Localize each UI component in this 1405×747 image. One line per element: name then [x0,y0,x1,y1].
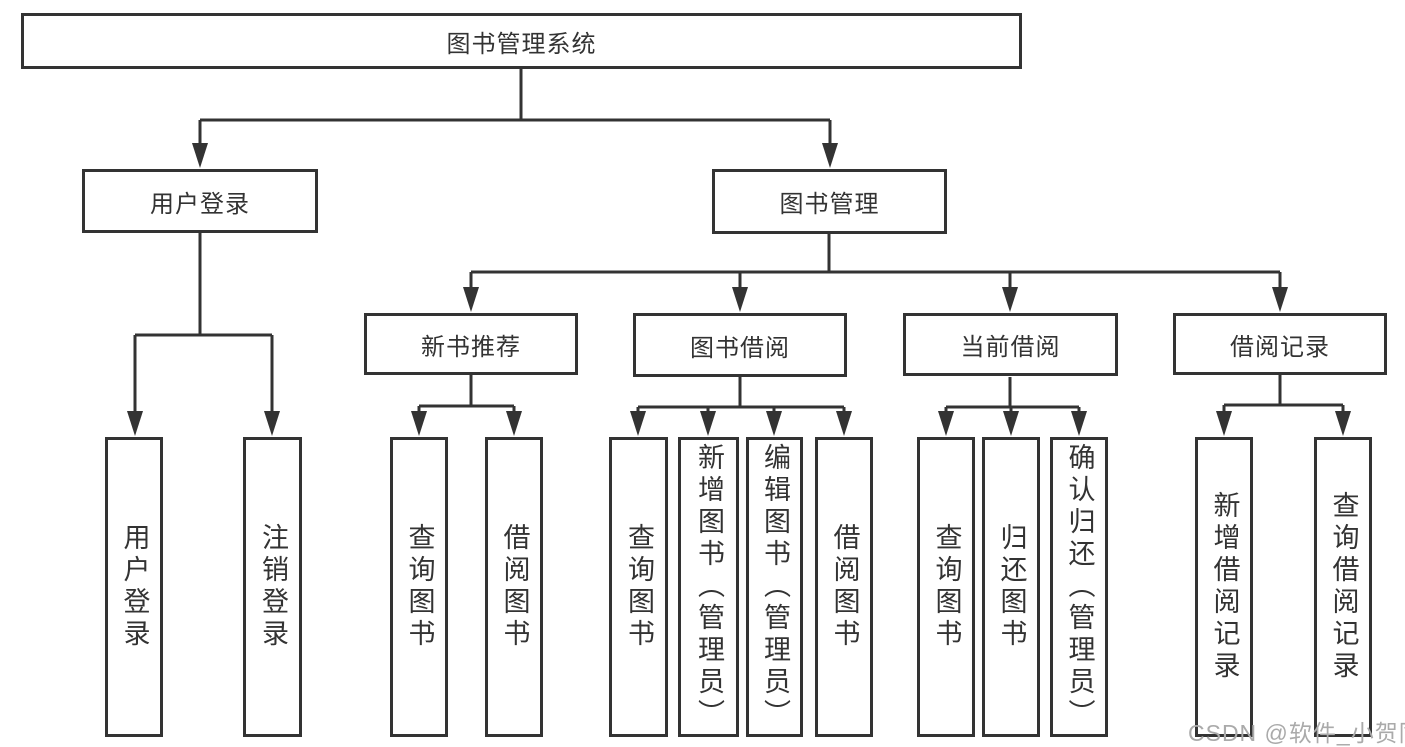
arrowhead-icon [766,411,782,436]
leaf-query-book: 查询图书 [390,437,448,737]
node-label: 图书管理系统 [446,30,597,58]
arrowhead-icon [822,143,838,168]
node-book-borrowing: 图书借阅 [633,313,847,377]
arrowhead-icon [411,411,427,436]
node-label: 查询图书 [624,523,654,651]
node-label: 借阅记录 [1230,333,1330,361]
connector-line [135,233,272,337]
arrowhead-icon [1216,411,1232,436]
leaf-add-borrow-record: 新增借阅记录 [1195,437,1253,737]
arrowhead-icon [630,411,646,436]
arrowhead-icon [264,411,280,436]
node-label: 借阅图书 [499,523,530,651]
leaf-edit-book-admin: 编辑图书（管理员） [746,437,803,737]
node-label: 新增借阅记录 [1209,491,1240,683]
arrowhead-icon [1335,411,1351,436]
arrowhead-icon [700,411,716,436]
node-label: 注销登录 [258,523,288,651]
arrowhead-icon [1272,287,1288,312]
node-current-borrowing: 当前借阅 [903,313,1118,376]
connector-line [471,234,1280,274]
leaf-return-book: 归还图书 [982,437,1040,737]
leaf-add-book-admin: 新增图书（管理员） [678,437,739,737]
arrowhead-icon [463,287,479,312]
node-label: 查询借阅记录 [1328,491,1359,683]
arrowhead-icon [938,411,954,436]
connector-line [200,69,830,122]
node-book-management: 图书管理 [712,169,947,234]
leaf-borrow-book: 借阅图书 [815,437,873,737]
arrowhead-icon [1071,411,1087,436]
node-label: 新增图书（管理员） [694,443,724,731]
node-label: 归还图书 [996,523,1027,651]
leaf-confirm-return-admin: 确认归还（管理员） [1050,437,1108,737]
node-label: 图书借阅 [690,334,790,362]
node-label: 查询图书 [931,523,962,651]
arrowhead-icon [127,411,143,436]
leaf-query-book: 查询图书 [609,437,668,737]
connector-line [1224,375,1343,407]
arrowhead-icon [732,287,748,312]
connector-line [419,375,514,408]
leaf-logout: 注销登录 [243,437,302,737]
node-label: 查询图书 [404,523,435,651]
node-label: 图书管理 [779,191,880,218]
node-new-book-recommendation: 新书推荐 [364,313,578,375]
node-label: 用户登录 [150,190,250,218]
connector-line [638,377,844,409]
leaf-query-book: 查询图书 [917,437,975,737]
node-label: 新书推荐 [421,333,521,361]
arrowhead-icon [1002,287,1018,312]
leaf-user-login: 用户登录 [105,437,163,737]
node-borrowing-records: 借阅记录 [1173,313,1387,375]
arrowhead-icon [836,411,852,436]
node-label: 借阅图书 [829,523,860,651]
arrowhead-icon [506,411,522,436]
arrowhead-icon [192,143,208,168]
connector-line [946,377,1079,409]
watermark: CSDN @软件_小贺同学 [1188,720,1405,746]
node-label: 编辑图书（管理员） [760,443,790,731]
leaf-query-borrow-record: 查询借阅记录 [1314,437,1372,737]
arrowhead-icon [1003,411,1019,436]
node-user-login: 用户登录 [82,169,318,233]
node-library-system: 图书管理系统 [21,13,1022,69]
node-label: 当前借阅 [960,334,1061,361]
node-label: 用户登录 [119,523,150,651]
leaf-borrow-book: 借阅图书 [485,437,543,737]
node-label: 确认归还（管理员） [1064,443,1095,731]
